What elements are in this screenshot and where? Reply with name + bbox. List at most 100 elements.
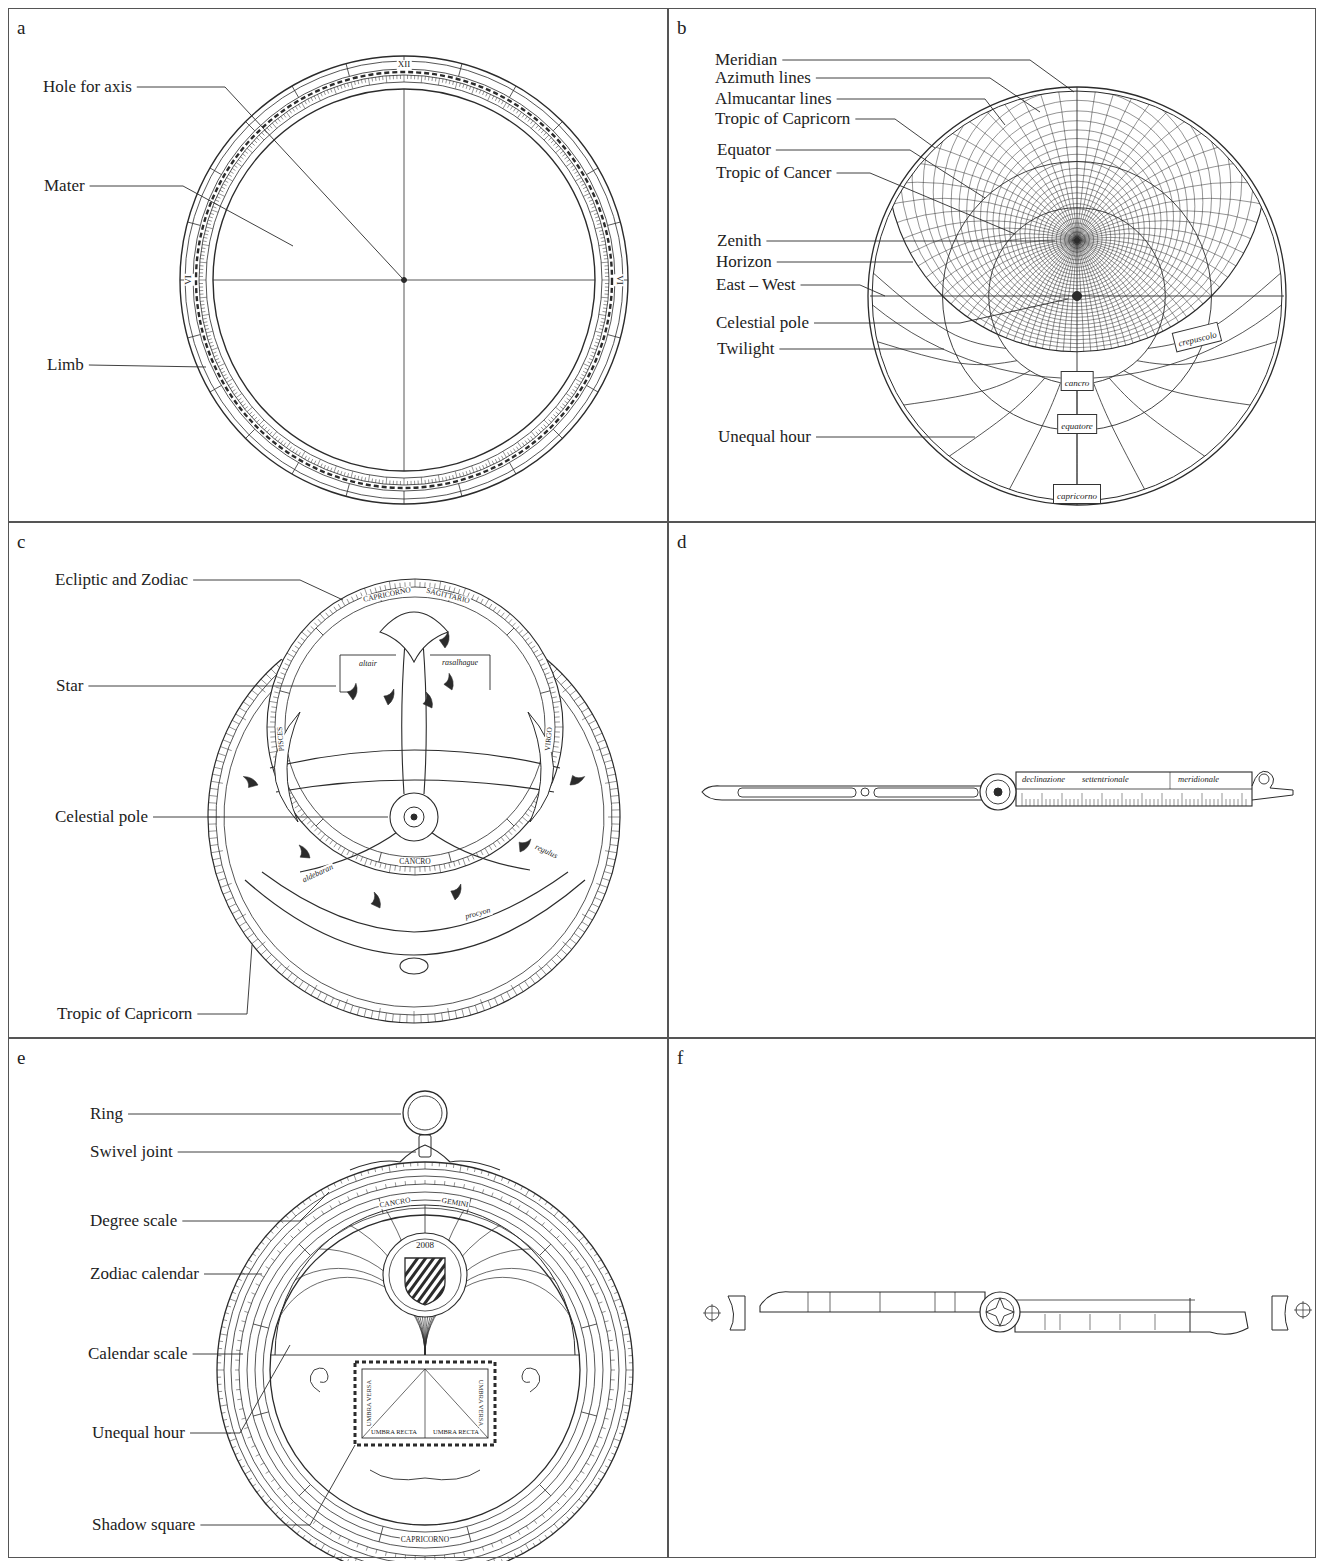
drawn-line	[199, 283, 203, 284]
drawn-line	[1246, 799, 1247, 806]
drawn-line	[394, 583, 396, 588]
drawn-line	[314, 96, 316, 100]
drawn-circle	[903, 240, 1285, 622]
drawn-line	[492, 1193, 493, 1197]
drawn-line	[449, 853, 452, 863]
drawn-line	[215, 200, 219, 202]
drawn-line	[595, 898, 602, 901]
drawn-line	[1194, 799, 1195, 806]
drawn-line	[463, 472, 464, 476]
drawn-line	[609, 1340, 613, 1342]
callout-label: Degree scale	[90, 1212, 177, 1231]
drawn-line	[425, 480, 426, 484]
drawn-line	[272, 123, 276, 128]
drawn-line	[199, 294, 203, 295]
drawn-circle	[618, 162, 1156, 700]
drawn-line	[526, 1544, 530, 1550]
drawn-line	[1030, 799, 1031, 806]
drawn-line	[501, 456, 503, 459]
leader-line	[814, 299, 1068, 323]
drawn-line	[308, 457, 310, 461]
drawn-line	[364, 1009, 366, 1017]
drawn-line	[1150, 799, 1151, 806]
drawn-line	[273, 697, 278, 698]
drawn-line	[628, 1348, 632, 1349]
drawn-line	[399, 866, 401, 871]
drawn-line	[526, 1211, 528, 1214]
drawn-line	[400, 481, 401, 485]
drawn-line	[1190, 799, 1191, 806]
panel-letter: a	[17, 18, 25, 37]
drawn-line	[232, 720, 239, 724]
drawn-line	[276, 964, 281, 970]
drawn-line	[316, 628, 323, 635]
drawn-line	[346, 484, 349, 497]
drawn-line	[217, 1362, 221, 1363]
drawn-line	[1154, 799, 1155, 806]
drawn-circle	[1017, 99, 1319, 762]
drawn-line	[611, 795, 619, 797]
drawn-line	[438, 475, 439, 482]
drawn-line	[501, 995, 505, 1002]
back-drawing	[0, 1065, 1005, 1561]
inscription: CAPRICORNO	[361, 586, 412, 605]
drawn-line	[519, 630, 523, 633]
drawn-line	[208, 220, 212, 221]
drawn-line	[501, 101, 503, 104]
drawn-line	[1158, 799, 1159, 806]
drawn-line	[415, 579, 416, 587]
leader-line	[89, 365, 206, 367]
drawn-line	[605, 272, 609, 273]
drawn-line	[1238, 799, 1239, 806]
drawn-line	[361, 477, 363, 481]
drawn-line	[459, 64, 462, 77]
drawn-line	[549, 1229, 552, 1232]
drawn-line	[629, 1355, 633, 1356]
drawn-line	[1210, 799, 1211, 806]
drawn-line	[331, 468, 332, 472]
drawn-line	[424, 867, 425, 872]
drawn-line	[344, 999, 348, 1010]
drawn-line	[389, 481, 390, 485]
drawn-line	[599, 328, 603, 330]
drawn-line	[223, 184, 227, 186]
drawn-line	[554, 741, 559, 743]
drawn-circle	[239, 1184, 611, 1556]
drawn-line	[334, 1183, 336, 1187]
drawn-line	[808, 1292, 809, 1312]
drawn-line	[344, 84, 345, 88]
drawn-outline	[1272, 1296, 1288, 1330]
leader-line	[837, 173, 1015, 234]
drawn-line	[228, 174, 231, 176]
panel-letter: e	[17, 1048, 25, 1067]
drawn-line	[298, 642, 302, 645]
drawn-line	[239, 1408, 243, 1410]
drawn-line	[555, 736, 560, 737]
drawn-line	[562, 404, 565, 406]
drawn-line	[533, 1194, 535, 1197]
drawn-line	[1016, 789, 1252, 790]
drawn-outline	[380, 612, 448, 662]
drawn-line	[509, 1536, 511, 1540]
drawn-line	[361, 857, 363, 862]
drawn-line	[277, 1487, 280, 1490]
drawn-line	[626, 1370, 633, 1371]
drawn-line	[341, 471, 342, 475]
drawn-line	[235, 1453, 239, 1455]
drawn-line	[1058, 799, 1059, 806]
drawn-line	[357, 1193, 358, 1197]
drawn-line	[469, 1007, 471, 1015]
drawn-line	[512, 623, 515, 627]
inscription: settentrionale	[1082, 775, 1129, 784]
drawn-line	[261, 679, 267, 684]
drawn-line	[556, 407, 561, 411]
drawn-line	[604, 255, 608, 256]
drawn-line	[1034, 799, 1035, 806]
drawn-line	[1230, 799, 1231, 806]
drawn-line	[1166, 799, 1167, 806]
drawn-line	[305, 1222, 308, 1225]
drawn-line	[1206, 799, 1207, 806]
drawn-line	[601, 240, 605, 242]
drawn-line	[291, 1502, 294, 1505]
drawn-line	[1026, 799, 1027, 806]
